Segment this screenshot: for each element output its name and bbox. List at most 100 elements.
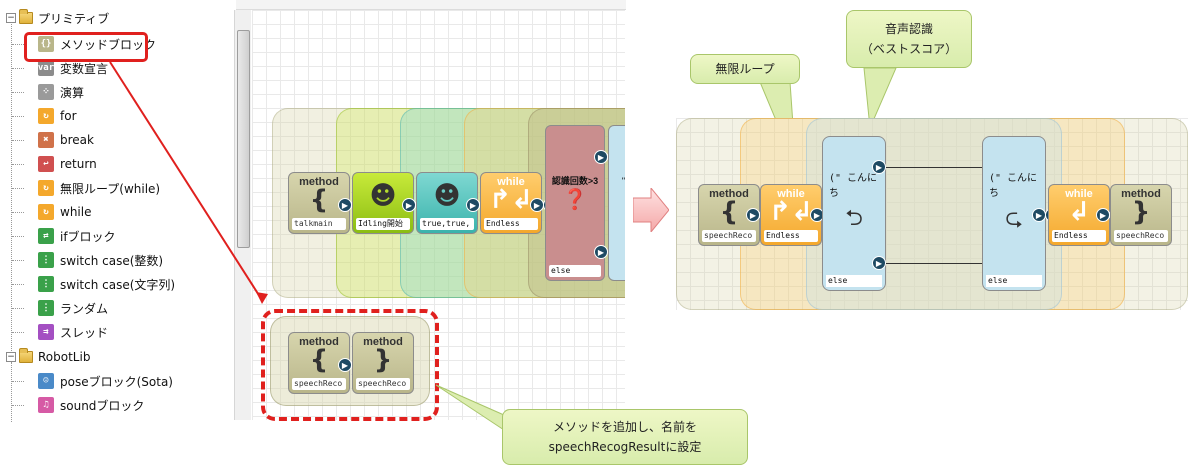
block-name-field[interactable]: speechReco xyxy=(702,230,756,242)
while-block[interactable]: while ↱↲ Endless xyxy=(480,172,542,234)
highlight-method-block-item xyxy=(24,32,148,62)
folder-icon xyxy=(19,348,33,363)
tree-item-label: メソッドブロック xyxy=(60,37,157,52)
callout-tail xyxy=(435,384,505,431)
block-name-field[interactable]: talkmain xyxy=(292,218,346,230)
tree-guide-line xyxy=(12,332,24,333)
tree-guide-line xyxy=(12,405,24,406)
tree-item-label: switch case(整数) xyxy=(60,253,164,268)
collapse-icon[interactable]: − xyxy=(6,13,16,23)
tree-folder-robotlib[interactable]: − RobotLib xyxy=(6,346,90,368)
method-block-speechreco-open[interactable]: method { speechReco xyxy=(288,332,350,394)
palette-item[interactable]: ⋮switch case(整数) xyxy=(38,249,163,271)
block-title: method xyxy=(363,336,403,348)
tree-item-label: 変数宣言 xyxy=(60,61,109,76)
tree-guide-line xyxy=(12,236,24,237)
palette-item[interactable]: ⇉ スレッド xyxy=(38,321,108,343)
tree-item-label: soundブロック xyxy=(60,398,145,413)
palette-item[interactable]: ↻for xyxy=(38,105,77,127)
block-type-icon: ↻ xyxy=(38,180,54,196)
tree-guide-line xyxy=(11,22,12,359)
branch-icon: ⮌ xyxy=(845,206,863,231)
block-title: method xyxy=(299,176,339,188)
connector-dot: ▶ xyxy=(872,256,886,270)
block-name-field[interactable]: speechReco xyxy=(356,378,410,390)
palette-item[interactable]: ↻無限ループ(while) xyxy=(38,177,160,199)
robotlib-item[interactable]: ♫ soundブロック xyxy=(38,394,144,416)
method-block-speechreco-close[interactable]: method } speechReco xyxy=(352,332,414,394)
tree-item-label: switch case(文字列) xyxy=(60,277,176,292)
condition-label: "こ xyxy=(621,176,625,186)
robotlib-item[interactable]: ☺poseブロック(Sota) xyxy=(38,370,173,392)
block-type-icon: ⁘ xyxy=(38,84,54,100)
tree-guide-line xyxy=(12,44,24,45)
block-name-field[interactable]: speechReco xyxy=(1114,230,1168,242)
brace-open-icon: { xyxy=(719,197,739,227)
tree-guide-line xyxy=(12,140,24,141)
vertical-scrollbar[interactable] xyxy=(234,10,251,420)
scrollbar-thumb[interactable] xyxy=(237,30,250,248)
block-type-icon: var xyxy=(38,60,54,76)
callout-tail xyxy=(863,67,897,130)
else-label: else xyxy=(986,275,1042,287)
if-block-recognition-count[interactable]: 認識回数>3 ❓ else xyxy=(545,125,605,281)
block-type-icon: ⋮ xyxy=(38,300,54,316)
condition-label: (" こんにち xyxy=(829,173,878,199)
tree-item-label: return xyxy=(60,157,97,171)
block-name-field[interactable]: Endless xyxy=(764,230,818,242)
speech-condition-block[interactable]: "こ xyxy=(608,125,625,281)
palette-item[interactable]: ⋮switch case(文字列) xyxy=(38,273,175,295)
collapse-icon[interactable]: − xyxy=(6,352,16,362)
palette-item[interactable]: ⇄ifブロック xyxy=(38,225,116,247)
block-name-field[interactable]: Endless xyxy=(1052,230,1106,242)
brace-open-icon: { xyxy=(309,345,329,375)
branch-icon: ⮎ xyxy=(1005,206,1023,231)
tree-item-label: break xyxy=(60,133,94,147)
block-type-icon: ♫ xyxy=(38,397,54,413)
palette-item[interactable]: {}メソッドブロック xyxy=(38,33,156,55)
block-palette-tree: − プリミティブ {}メソッドブロック var 変数宣言 ⁘ 演算 ↻for ✖ break ↩… xyxy=(0,0,232,469)
callout-line: （ベストスコア） xyxy=(860,42,958,56)
connector-dot: ▶ xyxy=(872,160,886,174)
loop-icon: ↱↲ xyxy=(769,197,813,227)
condition-label: (" こんにち xyxy=(989,173,1038,199)
tree-guide-line xyxy=(12,92,24,93)
brace-open-icon: { xyxy=(309,185,329,215)
tree-guide-line xyxy=(12,116,24,117)
program-canvas[interactable]: method { talkmain ▶▶ ☻ Idling開始 ▶▶ ☻ tru… xyxy=(252,10,625,420)
result-diagram: method { speechReco ▶▶ while ↱↲ Endless … xyxy=(676,118,1188,310)
tree-guide-line xyxy=(12,68,24,69)
highlight-new-method xyxy=(261,309,439,421)
block-type-icon: ⇉ xyxy=(38,324,54,340)
tree-guide-line xyxy=(12,308,24,309)
tree-item-label: スレッド xyxy=(60,325,109,340)
palette-item[interactable]: ↩return xyxy=(38,153,97,175)
folder-icon xyxy=(19,9,33,24)
transition-arrow-icon xyxy=(633,188,669,232)
palette-item[interactable]: ↻while xyxy=(38,201,91,223)
tree-guide-line xyxy=(12,164,24,165)
palette-item[interactable]: ⁘ 演算 xyxy=(38,81,84,103)
palette-item[interactable]: ⋮ランダム xyxy=(38,297,108,319)
block-name-field[interactable]: speechReco xyxy=(292,378,346,390)
tree-folder-primitive[interactable]: − プリミティブ xyxy=(6,7,109,29)
tree-guide-line xyxy=(12,284,24,285)
brace-close-icon: } xyxy=(373,345,393,375)
block-type-icon: ✖ xyxy=(38,132,54,148)
palette-item[interactable]: ✖ break xyxy=(38,129,94,151)
callout-add-method: メソッドを追加し、名前を speechRecogResultに設定 xyxy=(502,409,748,465)
method-block-speechreco-close[interactable]: method } speechReco xyxy=(1110,184,1172,246)
speech-recog-block-close[interactable]: (" こんにち ⮎ else xyxy=(982,136,1046,291)
block-name-field[interactable]: true,true, xyxy=(420,218,474,230)
palette-item[interactable]: var 変数宣言 xyxy=(38,57,108,79)
block-type-icon: ☺ xyxy=(38,373,54,389)
canvas-top-strip xyxy=(236,0,626,10)
block-title: method xyxy=(709,188,749,200)
callout-speech-recognition: 音声認識 （ベストスコア） xyxy=(846,10,972,68)
question-icon: ❓ xyxy=(562,187,588,211)
tree-item-label: 演算 xyxy=(60,85,85,100)
block-name-field[interactable]: Endless xyxy=(484,218,538,230)
block-name-field[interactable]: Idling開始 xyxy=(356,218,410,230)
red-pointer-line xyxy=(109,61,263,301)
tree-guide-line xyxy=(12,188,24,189)
